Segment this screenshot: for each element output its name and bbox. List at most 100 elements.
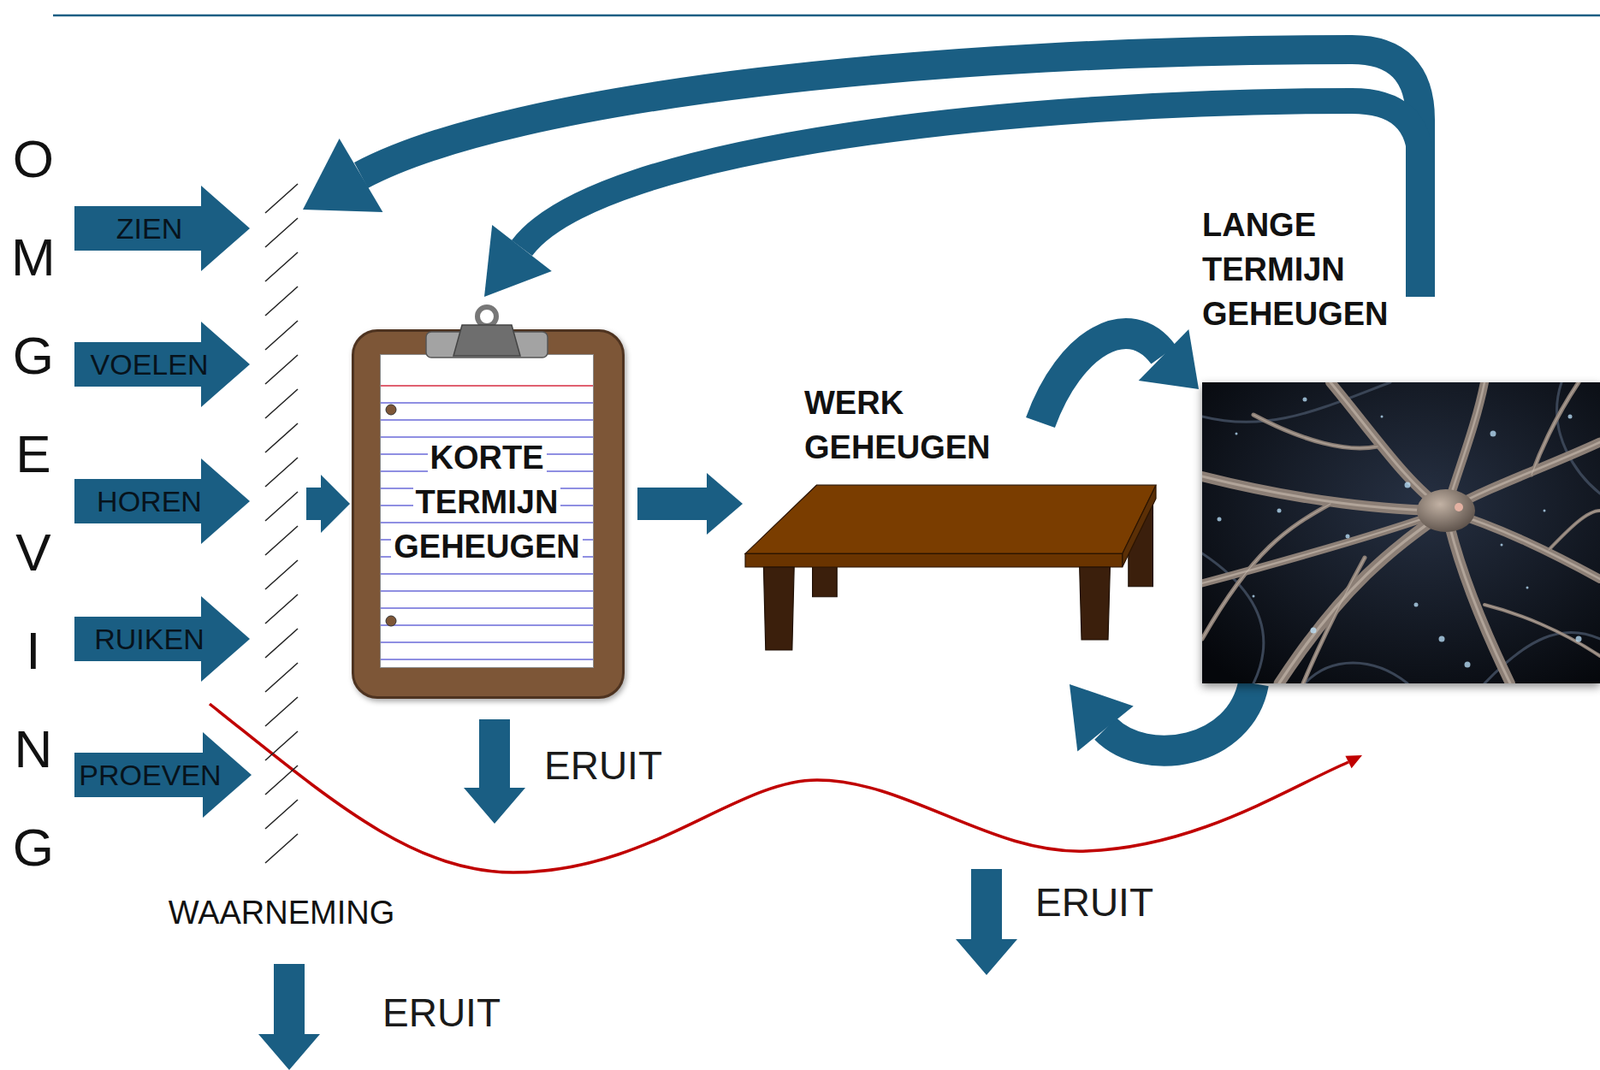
arrow-head bbox=[706, 473, 743, 535]
sense-label: ZIEN bbox=[74, 206, 225, 251]
sense-arrow: HOREN bbox=[74, 458, 250, 545]
hatch-stroke bbox=[265, 218, 298, 248]
discard-label: ERUIT bbox=[1035, 880, 1154, 925]
neuron-dendrite bbox=[1445, 510, 1511, 684]
long-term-memory-image: LANGE TERMIJN GEHEUGEN bbox=[1202, 382, 1600, 684]
sense-label-group: RUIKEN bbox=[74, 616, 225, 662]
synapse-glow bbox=[1252, 595, 1256, 599]
margin-line bbox=[380, 385, 593, 387]
working-memory-heading: WERK GEHEUGEN bbox=[804, 380, 1019, 470]
distant-fibre bbox=[1557, 382, 1600, 494]
sense-arrow-fill bbox=[74, 321, 250, 408]
working-memory-heading-group: WERK GEHEUGEN bbox=[804, 380, 1019, 470]
dendrite-highlight bbox=[1202, 503, 1331, 640]
table-top bbox=[745, 485, 1156, 554]
clipboard-label: KORTE TERMIJN GEHEUGEN bbox=[391, 439, 582, 565]
arrow-head bbox=[484, 225, 552, 297]
synapse-glow bbox=[1345, 534, 1351, 540]
dendrite-highlight bbox=[1330, 382, 1446, 511]
perception-label: WAARNEMING bbox=[168, 894, 396, 932]
hatch-stroke bbox=[265, 697, 298, 727]
synapse-glow bbox=[1404, 482, 1411, 489]
hatch-stroke bbox=[265, 663, 298, 693]
synapse-glow bbox=[1568, 414, 1573, 420]
neuron-cell-body bbox=[1416, 489, 1476, 533]
discard-label: ERUIT bbox=[544, 743, 663, 789]
dendrite-highlight bbox=[1202, 476, 1446, 511]
dendrite-highlight bbox=[1303, 557, 1365, 684]
synapse-glow bbox=[1543, 509, 1547, 513]
sense-arrow-fill bbox=[74, 458, 250, 545]
connector-arrow bbox=[306, 474, 350, 534]
ruling-line bbox=[380, 521, 593, 524]
top-rule bbox=[53, 14, 1600, 18]
sense-arrow: VOELEN bbox=[74, 321, 250, 408]
sense-label: VOELEN bbox=[74, 342, 225, 387]
connector-arrow bbox=[637, 473, 743, 535]
synapse-glow bbox=[1277, 509, 1282, 514]
dendrite-highlight bbox=[1548, 510, 1600, 551]
clipboard-label-line: KORTE TERMIJN GEHEUGEN bbox=[380, 435, 593, 569]
neuron-dendrite bbox=[1202, 503, 1331, 640]
sense-arrow-fill bbox=[74, 732, 252, 818]
clipboard-label-group: KORTE TERMIJN GEHEUGEN bbox=[380, 435, 593, 569]
connector-line bbox=[306, 487, 321, 521]
long-term-memory-heading-group: LANGE TERMIJN GEHEUGEN bbox=[1202, 202, 1417, 337]
clipboard-clip bbox=[426, 306, 548, 365]
hatch-stroke bbox=[265, 628, 298, 658]
binder-hole bbox=[385, 616, 397, 627]
distant-fibre bbox=[1304, 663, 1408, 684]
table-leg bbox=[763, 567, 795, 651]
dendrite-highlight bbox=[1484, 604, 1600, 657]
hatch-stroke bbox=[265, 731, 298, 761]
arrow-head bbox=[302, 138, 383, 213]
table-leg bbox=[812, 566, 838, 598]
sense-label: RUIKEN bbox=[74, 616, 225, 662]
table-illustration bbox=[745, 484, 1156, 651]
neuron-dendrite bbox=[1484, 604, 1600, 657]
neuron-dendrite bbox=[1202, 510, 1446, 584]
dendrite-highlight bbox=[1279, 510, 1446, 684]
table-leg bbox=[1079, 567, 1111, 640]
dendrite-highlight bbox=[1445, 510, 1511, 684]
dendrite-highlight bbox=[1202, 510, 1446, 584]
ruling-line bbox=[380, 402, 593, 404]
sense-label-group: PROEVEN bbox=[74, 752, 226, 798]
binder-hole bbox=[385, 404, 397, 415]
neuron-nucleus bbox=[1454, 503, 1464, 512]
connector-arrow bbox=[209, 704, 1363, 873]
ruling-line bbox=[380, 641, 593, 644]
synapse-glow bbox=[1439, 636, 1446, 643]
ruling-line bbox=[380, 624, 593, 627]
hatch-stroke bbox=[265, 765, 298, 795]
sense-arrow: RUIKEN bbox=[74, 596, 250, 682]
synapse-glow bbox=[1526, 586, 1529, 590]
sense-label: PROEVEN bbox=[74, 752, 226, 798]
perception-hatch bbox=[265, 183, 298, 869]
ruling-line bbox=[380, 607, 593, 610]
arrow-head bbox=[1345, 755, 1363, 769]
sense-arrow: ZIEN bbox=[74, 185, 250, 272]
hatch-stroke bbox=[265, 320, 298, 350]
neuron-dendrite bbox=[1253, 414, 1378, 449]
ruling-line bbox=[380, 658, 593, 661]
synapse-glow bbox=[1235, 432, 1239, 436]
hatch-stroke bbox=[265, 423, 298, 453]
hatch-stroke bbox=[265, 526, 298, 556]
sense-label: HOREN bbox=[74, 479, 225, 524]
hatch-stroke bbox=[265, 355, 298, 385]
perception-barrier: WAARNEMING bbox=[265, 183, 298, 869]
hatch-stroke bbox=[265, 834, 298, 864]
hatch-stroke bbox=[265, 389, 298, 419]
synapse-glow bbox=[1500, 544, 1504, 547]
clipboard-paper: KORTE TERMIJN GEHEUGEN bbox=[379, 354, 594, 669]
discard-label: ERUIT bbox=[382, 990, 501, 1036]
connector-line bbox=[1105, 683, 1254, 752]
synapse-glow bbox=[1414, 603, 1419, 608]
synapse-glow bbox=[1217, 517, 1222, 522]
table-side bbox=[1122, 485, 1156, 568]
arrow-head bbox=[320, 474, 350, 534]
sense-label-group: ZIEN bbox=[74, 206, 225, 251]
sense-label-group: HOREN bbox=[74, 479, 225, 524]
sense-arrow: PROEVEN bbox=[74, 732, 252, 818]
